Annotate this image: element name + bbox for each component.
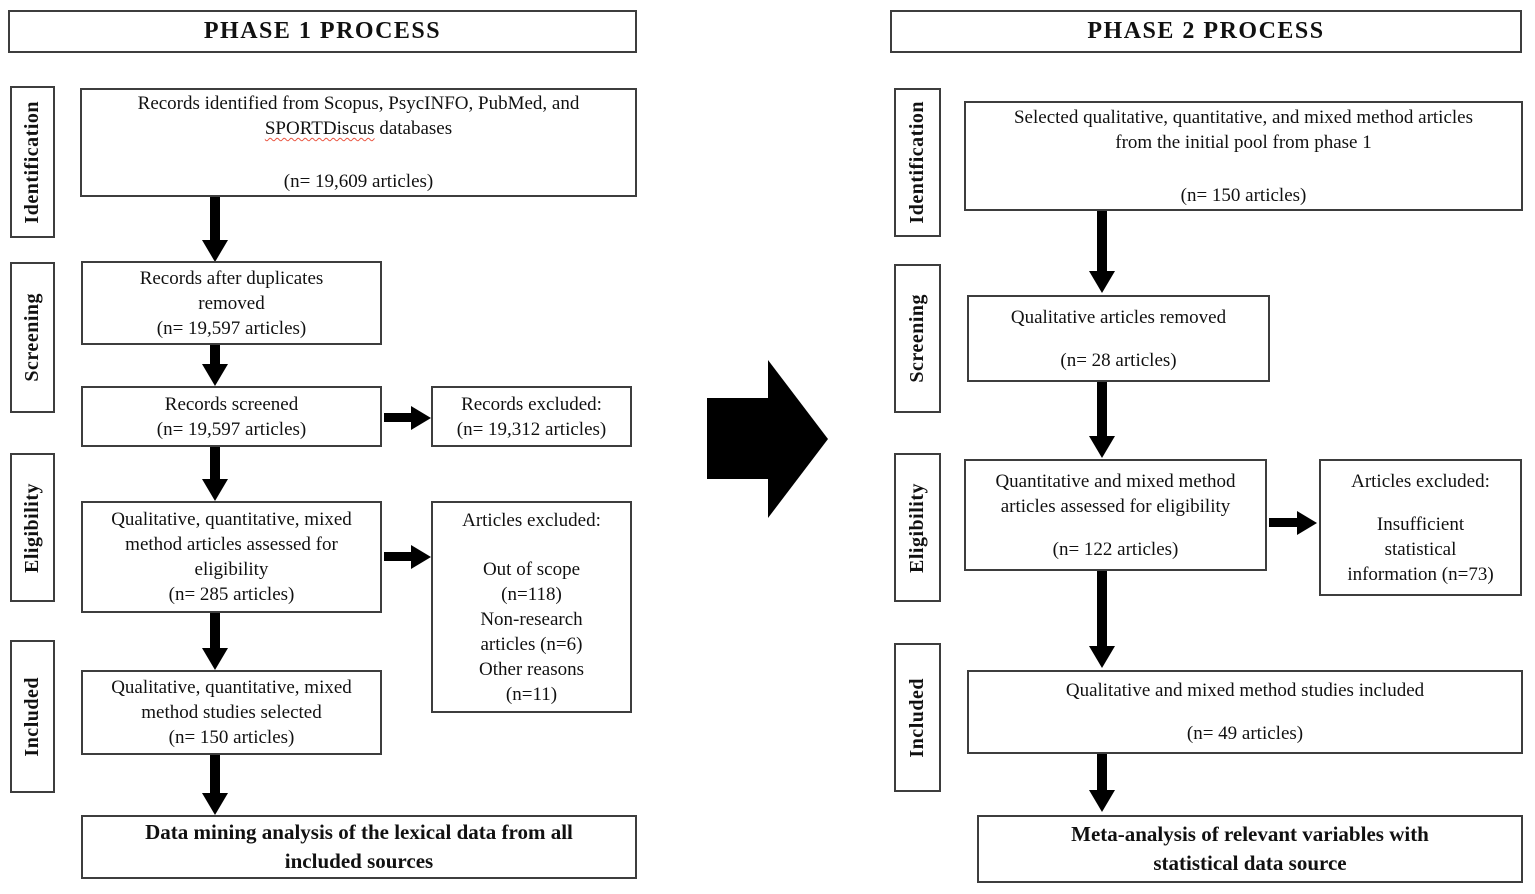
phase2-final-analysis-box: Meta-analysis of relevant variables with… (977, 815, 1523, 883)
box-text-line: removed (198, 292, 265, 314)
box-count: (n= 19,597 articles) (156, 317, 307, 339)
box-text-line: Articles excluded: (1351, 470, 1490, 492)
database-name-misspelled: SPORTDiscus (264, 118, 375, 139)
stage-label: Screening (906, 294, 928, 383)
box-text-line: Qualitative, quantitative, mixed (111, 509, 352, 530)
exclusion-reason: information (n=73) (1347, 563, 1494, 585)
exclusion-count: (n=11) (505, 683, 558, 705)
box-text-line: Data mining analysis of the lexical data… (145, 820, 573, 844)
down-arrow (210, 345, 220, 364)
box-count: (n= 150 articles) (1180, 184, 1307, 206)
phase1-stage-included: Included (10, 640, 55, 793)
phase2-title-text: PHASE 2 PROCESS (1087, 18, 1325, 44)
box-count: (n= 19,609 articles) (283, 171, 434, 192)
stage-label: Included (21, 676, 43, 757)
stage-label: Eligibility (21, 482, 43, 573)
stage-label: Identification (21, 100, 43, 224)
exclusion-reason: Other reasons (479, 658, 584, 680)
phase1-assessed-eligibility-box: Qualitative, quantitative, mixed method … (81, 501, 382, 613)
stage-label: Screening (21, 293, 43, 382)
right-arrow (1269, 518, 1297, 527)
phase2-stage-included: Included (894, 643, 941, 792)
down-arrow (1097, 211, 1107, 271)
phase2-articles-excluded-box: Articles excluded: Insufficient statisti… (1319, 459, 1522, 596)
box-text-line: eligibility (194, 559, 269, 580)
box-count: (n= 285 articles) (168, 584, 295, 605)
stage-label: Identification (906, 101, 928, 224)
box-text-line: Records excluded: (461, 393, 602, 415)
phase1-records-identified-box: Records identified from Scopus, PsycINFO… (80, 88, 637, 197)
box-count: (n= 150 articles) (168, 727, 295, 748)
down-arrow (1097, 571, 1107, 646)
box-count: (n= 49 articles) (1186, 723, 1304, 744)
box-count: (n= 28 articles) (1060, 349, 1177, 371)
exclusion-count: (n=118) (501, 583, 562, 605)
phase1-stage-screening: Screening (10, 262, 55, 413)
phase1-articles-excluded-box: Articles excluded: Out of scope (n=118) … (431, 501, 632, 713)
down-arrow (1097, 754, 1107, 790)
phase1-studies-selected-box: Qualitative, quantitative, mixed method … (81, 670, 382, 755)
box-text-line: Qualitative articles removed (1010, 306, 1227, 328)
phase2-stage-screening: Screening (894, 264, 941, 413)
phase1-title-text: PHASE 1 PROCESS (203, 18, 442, 44)
phase2-qualitative-removed-box: Qualitative articles removed (n= 28 arti… (967, 295, 1270, 382)
phase2-studies-included-box: Qualitative and mixed method studies inc… (967, 670, 1523, 754)
box-count: (n= 19,597 articles) (156, 418, 307, 440)
phase2-assessed-eligibility-box: Quantitative and mixed method articles a… (964, 459, 1267, 571)
box-text-line: Qualitative and mixed method studies inc… (1065, 680, 1425, 701)
right-arrow (384, 413, 411, 422)
down-arrow (210, 755, 220, 793)
phase1-records-screened-box: Records screened (n= 19,597 articles) (81, 386, 382, 447)
box-text-line: Quantitative and mixed method (995, 470, 1236, 492)
box-text-line: Articles excluded: (462, 509, 601, 531)
box-text-line: articles assessed for eligibility (1000, 495, 1231, 517)
phase2-stage-identification: Identification (894, 88, 941, 237)
down-arrow (210, 197, 220, 240)
box-text-line: method studies selected (141, 702, 322, 723)
box-text-line: from the initial pool from phase 1 (1115, 131, 1372, 153)
phase1-duplicates-removed-box: Records after duplicates removed (n= 19,… (81, 261, 382, 345)
phase1-stage-identification: Identification (10, 86, 55, 238)
phase2-title: PHASE 2 PROCESS (890, 10, 1522, 53)
box-text-line: method articles assessed for (125, 534, 338, 555)
phase1-stage-eligibility: Eligibility (10, 453, 55, 602)
phase1-records-excluded-box: Records excluded: (n= 19,312 articles) (431, 386, 632, 447)
down-arrow (210, 613, 220, 648)
box-text-line: Records identified from Scopus, PsycINFO… (137, 93, 580, 114)
stage-label: Included (906, 677, 928, 758)
box-text-line: Selected qualitative, quantitative, and … (1013, 106, 1473, 128)
box-text-line: Meta-analysis of relevant variables with (1071, 822, 1429, 846)
box-text-line: Qualitative, quantitative, mixed (111, 677, 352, 698)
phase1-final-analysis-box: Data mining analysis of the lexical data… (81, 815, 637, 879)
stage-label: Eligibility (906, 482, 928, 573)
box-text-line: SPORTDiscus databases (265, 116, 452, 141)
exclusion-reason: statistical (1384, 538, 1457, 560)
box-count: (n= 122 articles) (1052, 538, 1179, 560)
box-text-line: statistical data source (1153, 851, 1347, 875)
exclusion-reason: Non-research (480, 608, 583, 630)
box-text-line: included sources (284, 849, 434, 873)
box-count: (n= 19,312 articles) (456, 418, 607, 440)
right-arrow (384, 552, 411, 561)
phase2-selected-articles-box: Selected qualitative, quantitative, and … (964, 101, 1523, 211)
down-arrow (1097, 382, 1107, 436)
exclusion-reason: Out of scope (482, 558, 581, 580)
phase-transition-arrow (707, 398, 768, 479)
exclusion-count: articles (n=6) (480, 633, 583, 655)
box-text-line: Records after duplicates (139, 267, 324, 289)
box-text-line: Records screened (164, 393, 299, 415)
phase2-stage-eligibility: Eligibility (894, 453, 941, 602)
phase1-title: PHASE 1 PROCESS (8, 10, 637, 53)
exclusion-reason: Insufficient (1376, 513, 1465, 535)
down-arrow (210, 447, 220, 479)
box-text-suffix: databases (374, 118, 453, 139)
